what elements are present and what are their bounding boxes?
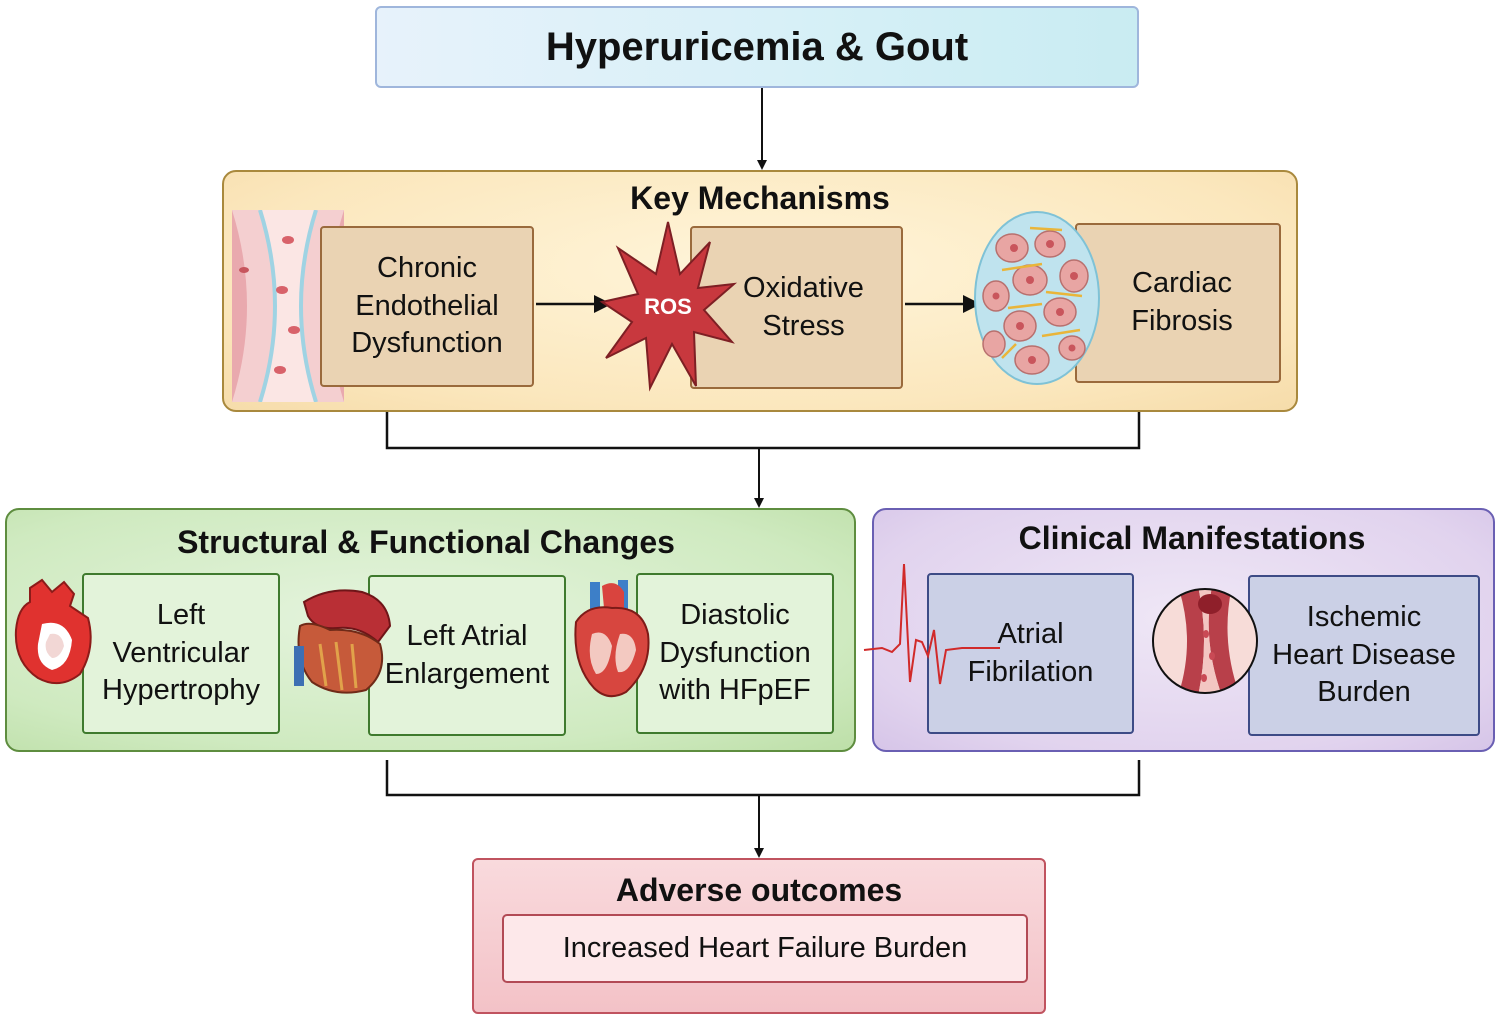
- enlarged-atrium-heart-icon: [294, 589, 392, 694]
- change-label-line: Ventricular: [112, 636, 250, 669]
- manifestation-ischemic-heart-disease: Ischemic Heart Disease Burden: [1248, 575, 1480, 736]
- change-label-line: with HFpEF: [659, 674, 811, 707]
- mechanism-label-line: Endothelial: [355, 289, 499, 322]
- adverse-outcomes-title: Adverse outcomes: [615, 871, 903, 908]
- manifestation-label-line: Fibrilation: [967, 655, 1094, 688]
- change-label-line: Diastolic: [680, 598, 790, 631]
- outcome-heart-failure-burden: Increased Heart Failure Burden: [502, 914, 1028, 983]
- anatomical-heart-icon: [574, 580, 650, 698]
- mechanism-oxidative-stress: Oxidative Stress: [690, 226, 903, 389]
- mechanism-label-line: Oxidative: [743, 271, 864, 304]
- change-diastolic-dysfunction: Diastolic Dysfunction with HFpEF: [636, 573, 834, 734]
- bracket-mechanisms: [385, 412, 1141, 450]
- manifestation-atrial-fibrillation: Atrial Fibrilation: [927, 573, 1134, 734]
- change-label-line: Left Atrial: [406, 619, 528, 652]
- change-lv-hypertrophy: Left Ventricular Hypertrophy: [82, 573, 280, 734]
- change-label-line: Hypertrophy: [102, 674, 260, 707]
- mechanism-label-line: Fibrosis: [1131, 305, 1233, 337]
- blood-vessel-icon: [232, 210, 344, 402]
- mechanism-label-line: Chronic: [377, 251, 477, 284]
- arrow-endothelial-to-oxidative: [536, 295, 612, 313]
- change-label-line: Enlargement: [384, 657, 550, 690]
- change-label-line: Dysfunction: [659, 636, 811, 669]
- mechanism-endothelial-dysfunction: Chronic Endothelial Dysfunction: [320, 226, 534, 387]
- bracket-changes: [385, 760, 1141, 797]
- ros-label: ROS: [644, 294, 692, 319]
- ecg-trace-icon: [863, 563, 1000, 685]
- ros-starburst-icon: ROS: [599, 221, 738, 392]
- mechanism-cardiac-fibrosis: Cardiac Fibrosis: [1075, 223, 1281, 383]
- occluded-artery-icon: [1152, 588, 1258, 694]
- diagram-title: Hyperuricemia & Gout: [375, 6, 1139, 88]
- key-mechanisms-title: Key Mechanisms: [630, 179, 890, 216]
- change-label-line: Left: [156, 598, 206, 631]
- structural-changes-title: Structural & Functional Changes: [177, 523, 675, 560]
- clinical-manifestations-title: Clinical Manifestations: [1018, 519, 1366, 556]
- manifestation-label-line: Ischemic: [1306, 600, 1422, 633]
- change-la-enlargement: Left Atrial Enlargement: [368, 575, 566, 736]
- hypertrophic-heart-icon: [14, 578, 92, 685]
- mechanism-label-line: Dysfunction: [351, 327, 503, 360]
- mechanism-label-line: Cardiac: [1132, 267, 1232, 300]
- manifestation-label-line: Burden: [1317, 676, 1411, 709]
- fibrosis-cells-icon: [974, 211, 1100, 385]
- manifestation-label-line: Heart Disease: [1272, 638, 1456, 671]
- manifestation-label-line: Atrial: [997, 617, 1064, 650]
- arrow-oxidative-to-fibrosis: [905, 295, 981, 313]
- mechanism-label-line: Stress: [762, 309, 845, 342]
